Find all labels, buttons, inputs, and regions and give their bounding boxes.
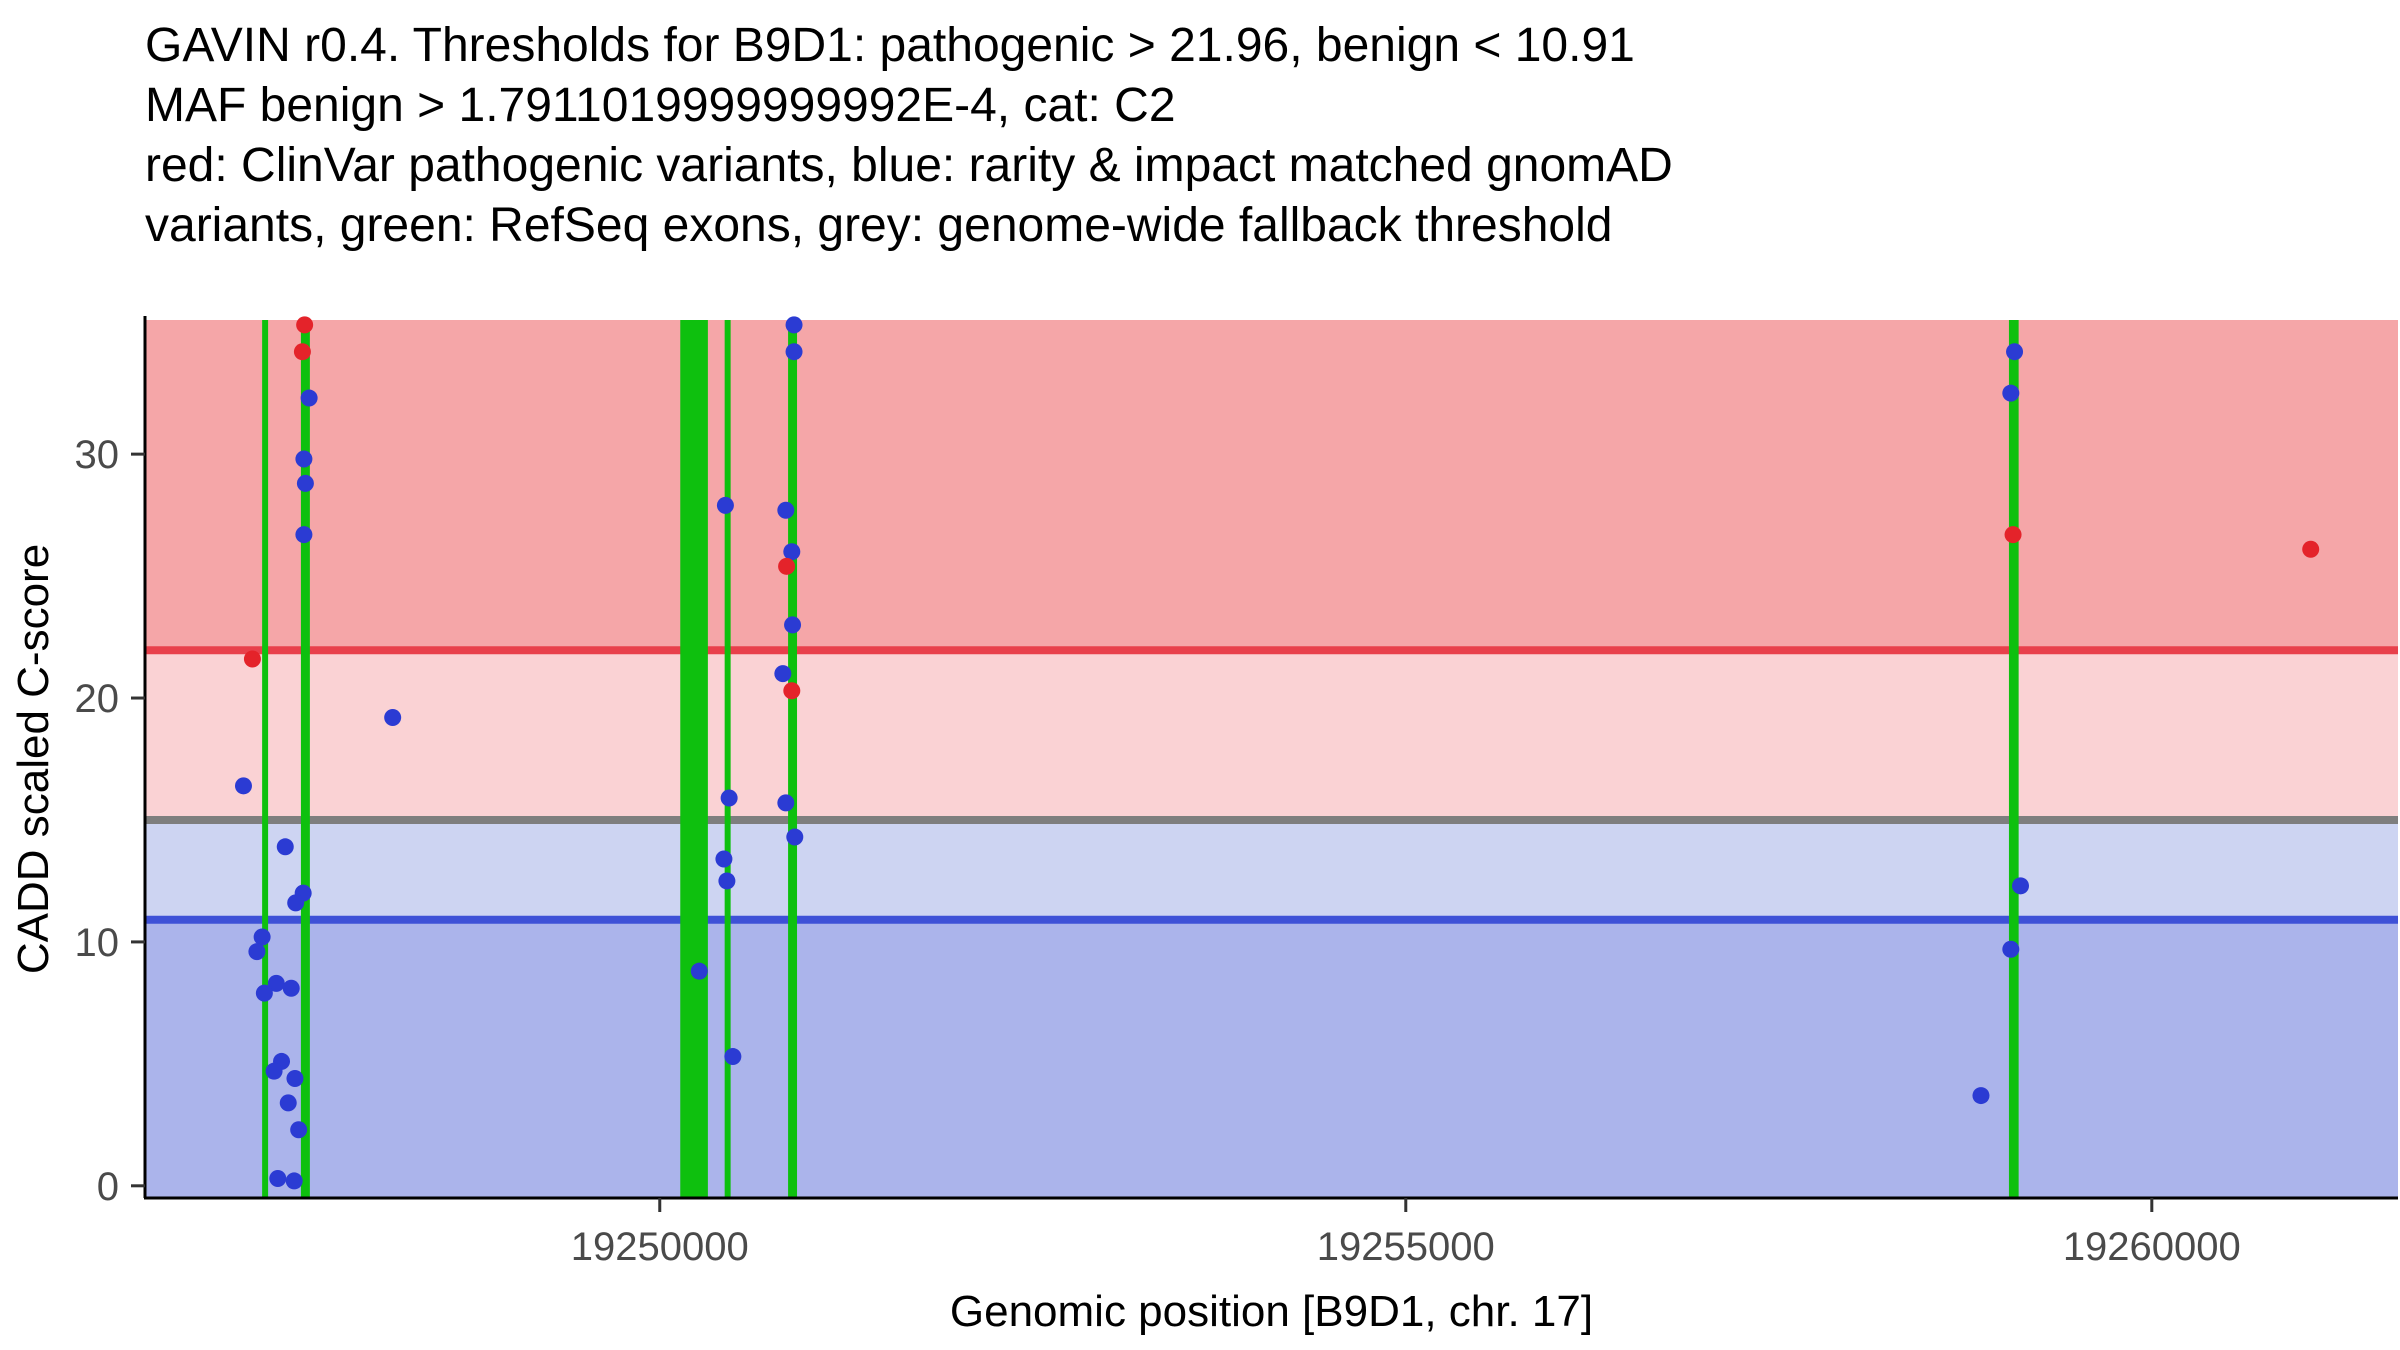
- gnomad-variant-point: [248, 943, 266, 961]
- gnomad-variant-point: [718, 872, 736, 890]
- gnomad-variant-point: [295, 526, 313, 544]
- chart-title-line-2: MAF benign > 1.7911019999999992E-4, cat:…: [145, 79, 1176, 132]
- gnomad-variant-point: [2002, 384, 2020, 402]
- chart-title: GAVIN r0.4. Thresholds for B9D1: pathoge…: [145, 16, 1673, 256]
- gnomad-variant-point: [384, 709, 402, 727]
- gnomad-variant-point: [724, 1048, 742, 1066]
- gnomad-variant-point: [269, 1169, 287, 1187]
- gnomad-variant-point: [784, 616, 802, 634]
- gnomad-variant-point: [690, 962, 708, 980]
- gnomad-variant-point: [234, 777, 252, 795]
- band-pathogenic-zone: [145, 320, 2398, 651]
- refseq-exon-bar: [680, 320, 708, 1198]
- gnomad-variant-point: [2006, 343, 2024, 361]
- gnomad-variant-point: [285, 1172, 303, 1190]
- refseq-exon-bar: [300, 320, 310, 1198]
- gnomad-variant-point: [2002, 940, 2020, 958]
- x-tick-label: 19260000: [2063, 1225, 2241, 1269]
- refseq-exon-bar: [262, 320, 269, 1198]
- gnomad-variant-point: [267, 974, 285, 992]
- clinvar-pathogenic-point: [293, 343, 311, 361]
- gnomad-variant-point: [282, 979, 300, 997]
- clinvar-pathogenic-point: [243, 650, 261, 668]
- chart-title-line-3: red: ClinVar pathogenic variants, blue: …: [145, 139, 1673, 192]
- chart-title-line-4: variants, green: RefSeq exons, grey: gen…: [145, 199, 1613, 252]
- clinvar-pathogenic-point: [2302, 540, 2320, 558]
- x-axis-title: Genomic position [B9D1, chr. 17]: [950, 1287, 1593, 1336]
- gnomad-variant-point: [785, 343, 803, 361]
- y-tick-label: 10: [75, 921, 120, 965]
- gnomad-variant-point: [286, 1069, 304, 1087]
- clinvar-pathogenic-point: [296, 316, 314, 334]
- gnomad-variant-point: [295, 450, 313, 468]
- gnomad-variant-point: [774, 665, 792, 683]
- band-vous-lower-zone: [145, 819, 2398, 920]
- clinvar-pathogenic-point: [783, 682, 801, 700]
- gnomad-variant-point: [276, 838, 294, 856]
- gnomad-variant-point: [777, 501, 795, 519]
- gnomad-variant-point: [785, 316, 803, 334]
- refseq-exon-bar: [2008, 320, 2019, 1198]
- y-axis-title: CADD scaled C-score: [9, 544, 58, 974]
- gnomad-variant-point: [265, 1062, 283, 1080]
- refseq-exon-bar: [724, 320, 731, 1198]
- gnomad-variant-point: [1972, 1087, 1990, 1105]
- y-tick-label: 20: [75, 677, 120, 721]
- gnomad-variant-point: [720, 789, 738, 807]
- gnomad-variant-point: [255, 984, 273, 1002]
- chart-title-line-1: GAVIN r0.4. Thresholds for B9D1: pathoge…: [145, 19, 1635, 72]
- gnomad-variant-point: [279, 1094, 297, 1112]
- gnomad-variant-point: [253, 928, 271, 946]
- clinvar-pathogenic-point: [778, 557, 796, 575]
- gnomad-variant-point: [290, 1121, 308, 1139]
- gnomad-variant-point: [783, 543, 801, 561]
- refseq-exon-bar: [788, 320, 798, 1198]
- gnomad-variant-point: [716, 496, 734, 514]
- gnomad-variant-point: [300, 389, 318, 407]
- gnomad-variant-point: [715, 850, 733, 868]
- gnomad-variant-point: [296, 474, 314, 492]
- band-benign-zone: [145, 919, 2398, 1198]
- x-tick-label: 19255000: [1317, 1225, 1495, 1269]
- clinvar-pathogenic-point: [2004, 526, 2022, 544]
- gnomad-variant-point: [777, 794, 795, 812]
- y-tick-label: 0: [97, 1165, 119, 1209]
- y-tick-label: 30: [75, 433, 120, 477]
- band-vous-upper-zone: [145, 650, 2398, 820]
- x-tick-label: 19250000: [571, 1225, 749, 1269]
- gnomad-variant-point: [287, 894, 305, 912]
- gnomad-variant-point: [786, 828, 804, 846]
- gnomad-variant-point: [2012, 877, 2030, 895]
